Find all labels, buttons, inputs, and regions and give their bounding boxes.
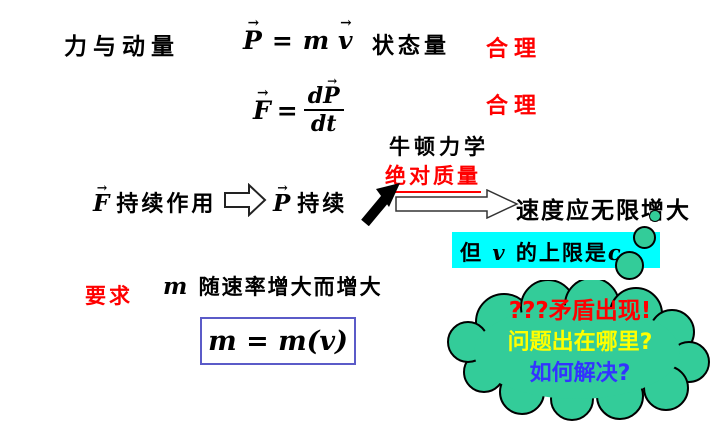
fraction-numerator: dP→ (303, 73, 344, 112)
vector-arrow-icon: → (256, 84, 269, 101)
cloud-text-block: ???矛盾出现! 问题出在哪里? 如何解决? (448, 296, 712, 389)
reasonable-label-1: 合理 (486, 37, 543, 62)
vector-F: F→ (253, 84, 271, 125)
requirement-label: 要求 (85, 284, 133, 308)
equals-sign: = (276, 95, 298, 125)
reasonable-label-2: 合理 (486, 94, 543, 119)
continuous-action-label: 持续作用 (116, 192, 217, 217)
speed-limit-statement: 但 v 的上限是c (460, 237, 623, 267)
newtonian-mechanics-label: 牛顿力学 (389, 135, 489, 159)
fraction-denominator: dt (310, 111, 337, 138)
where-problem-line: 问题出在哪里? (507, 330, 653, 355)
mass-grows-statement: m 随速率增大而增大 (163, 271, 383, 301)
fraction: dP→ dt (303, 73, 344, 138)
mass-grows-text: 随速率增大而增大 (189, 275, 383, 299)
slide-title: 力与动量 (64, 34, 180, 60)
black-diagonal-arrow-icon (361, 183, 400, 226)
vector-v: v→ (337, 15, 353, 55)
vector-P: P→ (243, 15, 262, 55)
equals-sign: = (271, 26, 293, 55)
force-formula: F→ = dP→ dt (253, 73, 344, 138)
m-symbol: m (163, 273, 190, 300)
continues-label: 持续 (297, 192, 348, 217)
mass-function-box: m = m(v) (200, 317, 356, 365)
contradiction-line: ???矛盾出现! (508, 298, 652, 324)
vector-arrow-icon: → (327, 73, 338, 88)
bubble-trail-dot-tiny (649, 210, 661, 222)
mass-symbol: m (302, 26, 330, 55)
bubble-trail-dot-small (633, 226, 656, 249)
vector-F: F→ (93, 180, 110, 217)
velocity-unlimited-label: 速度应无限增大 (516, 198, 691, 224)
v-symbol: v (492, 240, 507, 265)
how-solve-line: 如何解决? (529, 361, 631, 386)
chain-momentum-text: P→ 持续 (273, 180, 348, 218)
vector-arrow-icon: → (340, 15, 352, 32)
vector-arrow-icon: → (96, 180, 108, 196)
bubble-trail-dot-big (615, 251, 644, 280)
vector-arrow-icon: → (277, 180, 288, 196)
limit-text-2: 的上限是 (506, 241, 608, 265)
state-quantity-label: 状态量 (372, 34, 451, 59)
vector-arrow-icon: → (247, 15, 260, 32)
chain-force-text: F→ 持续作用 (93, 180, 217, 218)
vector-P: P→ (323, 73, 340, 109)
vector-P: P→ (273, 180, 291, 217)
mass-function-formula: m = m(v) (208, 325, 348, 357)
block-arrow-right-icon (224, 183, 267, 217)
limit-text-1: 但 (460, 241, 493, 265)
thought-cloud-icon (447, 280, 710, 421)
block-arrow-long-right-icon (395, 189, 519, 219)
absolute-mass-label: 绝对质量 (385, 160, 481, 193)
momentum-formula: P→ = m v→ (243, 15, 353, 55)
